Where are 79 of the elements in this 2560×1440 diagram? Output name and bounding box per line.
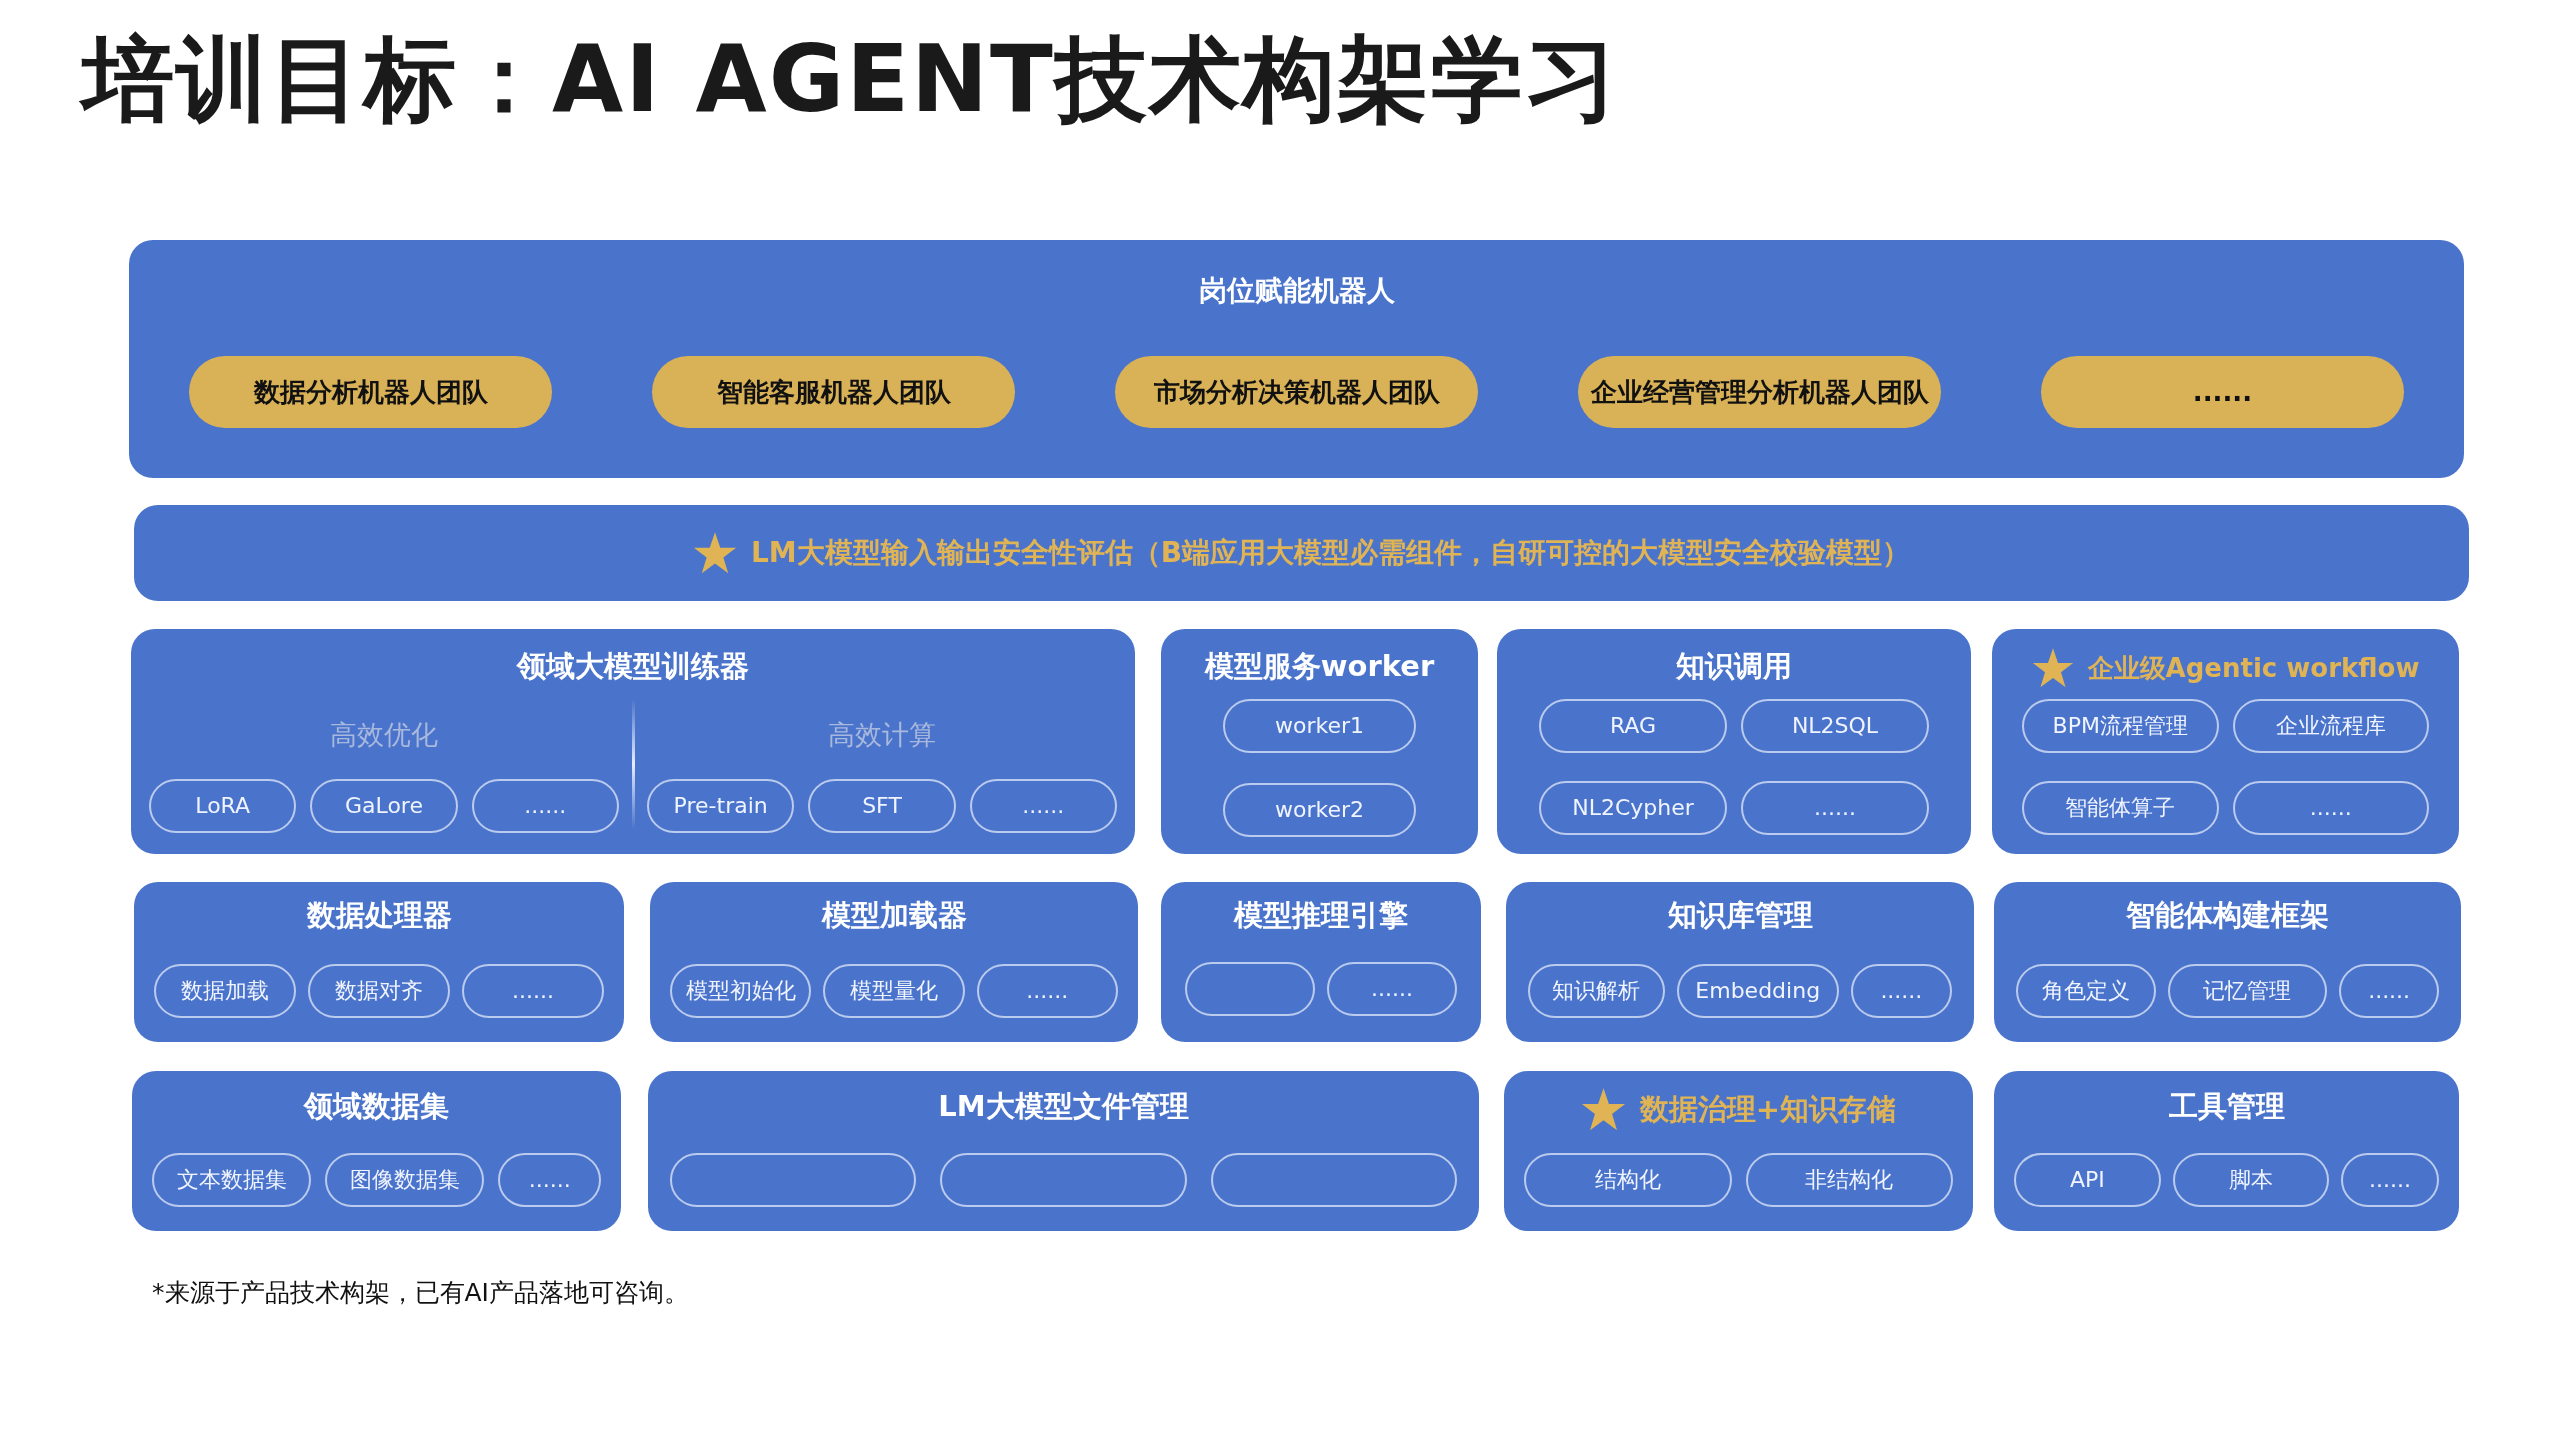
tag-pill: 模型初始化 [670, 964, 812, 1018]
module-panel [1994, 882, 2461, 1042]
tag-pill: ...... [2232, 781, 2429, 835]
module-panel [1504, 1071, 1973, 1231]
tag-pill: 记忆管理 [2167, 964, 2328, 1018]
tag-pill: 企业流程库 [2232, 699, 2429, 753]
tag-pill: NL2Cypher [1539, 781, 1727, 835]
tag-pill: 文本数据集 [152, 1153, 312, 1207]
tag-pill: worker2 [1223, 783, 1416, 837]
module-panel [131, 629, 1135, 854]
tag-pill: ...... [1327, 962, 1457, 1016]
module-panel [1161, 629, 1478, 854]
tag-pill: ...... [462, 964, 604, 1018]
module-panel [129, 240, 2464, 478]
tag-pill: LoRA [149, 779, 297, 833]
tag-pill: ...... [2041, 356, 2404, 428]
tag-pill: 知识解析 [1528, 964, 1665, 1018]
panel-heading: 数据处理器 [306, 897, 452, 934]
tag-pill: Embedding [1676, 964, 1839, 1018]
panel-heading: 知识调用 [1676, 648, 1792, 685]
module-panel [134, 882, 624, 1042]
tag-pill: 数据分析机器人团队 [189, 356, 552, 428]
module-panel [648, 1071, 1479, 1231]
section-subheading: 高效计算 [828, 718, 936, 752]
module-panel [132, 1071, 621, 1231]
tag-pill: worker1 [1223, 699, 1416, 753]
tag-pill: ...... [2339, 964, 2439, 1018]
module-panel [1497, 629, 1971, 854]
panel-heading: 模型加载器 [821, 897, 967, 934]
tag-pill: SFT [808, 779, 956, 833]
tag-pill: 智能体算子 [2022, 781, 2219, 835]
tag-pill: Pre-train [647, 779, 795, 833]
pill-shape [1185, 962, 1315, 1016]
module-panel [1992, 629, 2459, 854]
tag-pill: 脚本 [2172, 1153, 2330, 1207]
panel-heading: 智能体构建框架 [2126, 897, 2329, 934]
tag-pill: 模型量化 [823, 964, 965, 1018]
tag-pill: 角色定义 [2016, 964, 2156, 1018]
tag-pill: 企业经营管理分析机器人团队 [1578, 356, 1941, 428]
tag-pill: 智能客服机器人团队 [652, 356, 1015, 428]
module-panel [1506, 882, 1974, 1042]
pill-shape [1210, 1153, 1457, 1207]
panel-heading: 岗位赋能机器人 [1198, 273, 1395, 309]
panel-heading: LM大模型输入输出安全性评估（B端应用大模型必需组件，自研可控的大模型安全校验模型） [750, 535, 1910, 571]
panel-heading: 领域数据集 [304, 1088, 449, 1125]
tag-pill: API [2014, 1153, 2161, 1207]
module-panel [1994, 1071, 2459, 1231]
panel-heading: 模型推理引擎 [1234, 897, 1408, 934]
footnote: *来源于产品技术构架，已有AI产品落地可咨询。 [152, 1277, 689, 1309]
tag-pill: ...... [1741, 781, 1929, 835]
tag-pill: 图像数据集 [325, 1153, 485, 1207]
tag-pill: ...... [1850, 964, 1952, 1018]
panel-heading: 工具管理 [2168, 1088, 2285, 1125]
tag-pill: ...... [2341, 1153, 2439, 1207]
tag-pill: 数据对齐 [308, 964, 450, 1018]
tag-pill: ...... [976, 964, 1118, 1018]
tag-pill: ...... [498, 1153, 601, 1207]
tag-pill: GaLore [310, 779, 458, 833]
tag-pill: ...... [471, 779, 619, 833]
panel-heading: 知识库管理 [1667, 897, 1813, 934]
tag-pill: 市场分析决策机器人团队 [1115, 356, 1478, 428]
module-panel [650, 882, 1138, 1042]
tag-pill: 非结构化 [1745, 1153, 1953, 1207]
tag-pill: 结构化 [1524, 1153, 1732, 1207]
tag-pill: 数据加载 [154, 964, 296, 1018]
tag-pill: ...... [969, 779, 1117, 833]
tag-pill: RAG [1539, 699, 1727, 753]
module-panel [1161, 882, 1481, 1042]
pill-shape [670, 1153, 917, 1207]
panel-heading: LM大模型文件管理 [938, 1088, 1189, 1125]
panel-heading: 领域大模型训练器 [517, 648, 749, 685]
module-panel [134, 505, 2469, 601]
tag-pill: BPM流程管理 [2022, 699, 2219, 753]
panel-heading: 企业级Agentic workflow [2087, 651, 2420, 685]
panel-heading: 模型服务worker [1204, 648, 1435, 685]
pill-shape [940, 1153, 1187, 1207]
panel-heading: 数据治理+知识存储 [1639, 1090, 1897, 1128]
tag-pill: NL2SQL [1741, 699, 1929, 753]
section-subheading: 高效优化 [330, 718, 438, 752]
